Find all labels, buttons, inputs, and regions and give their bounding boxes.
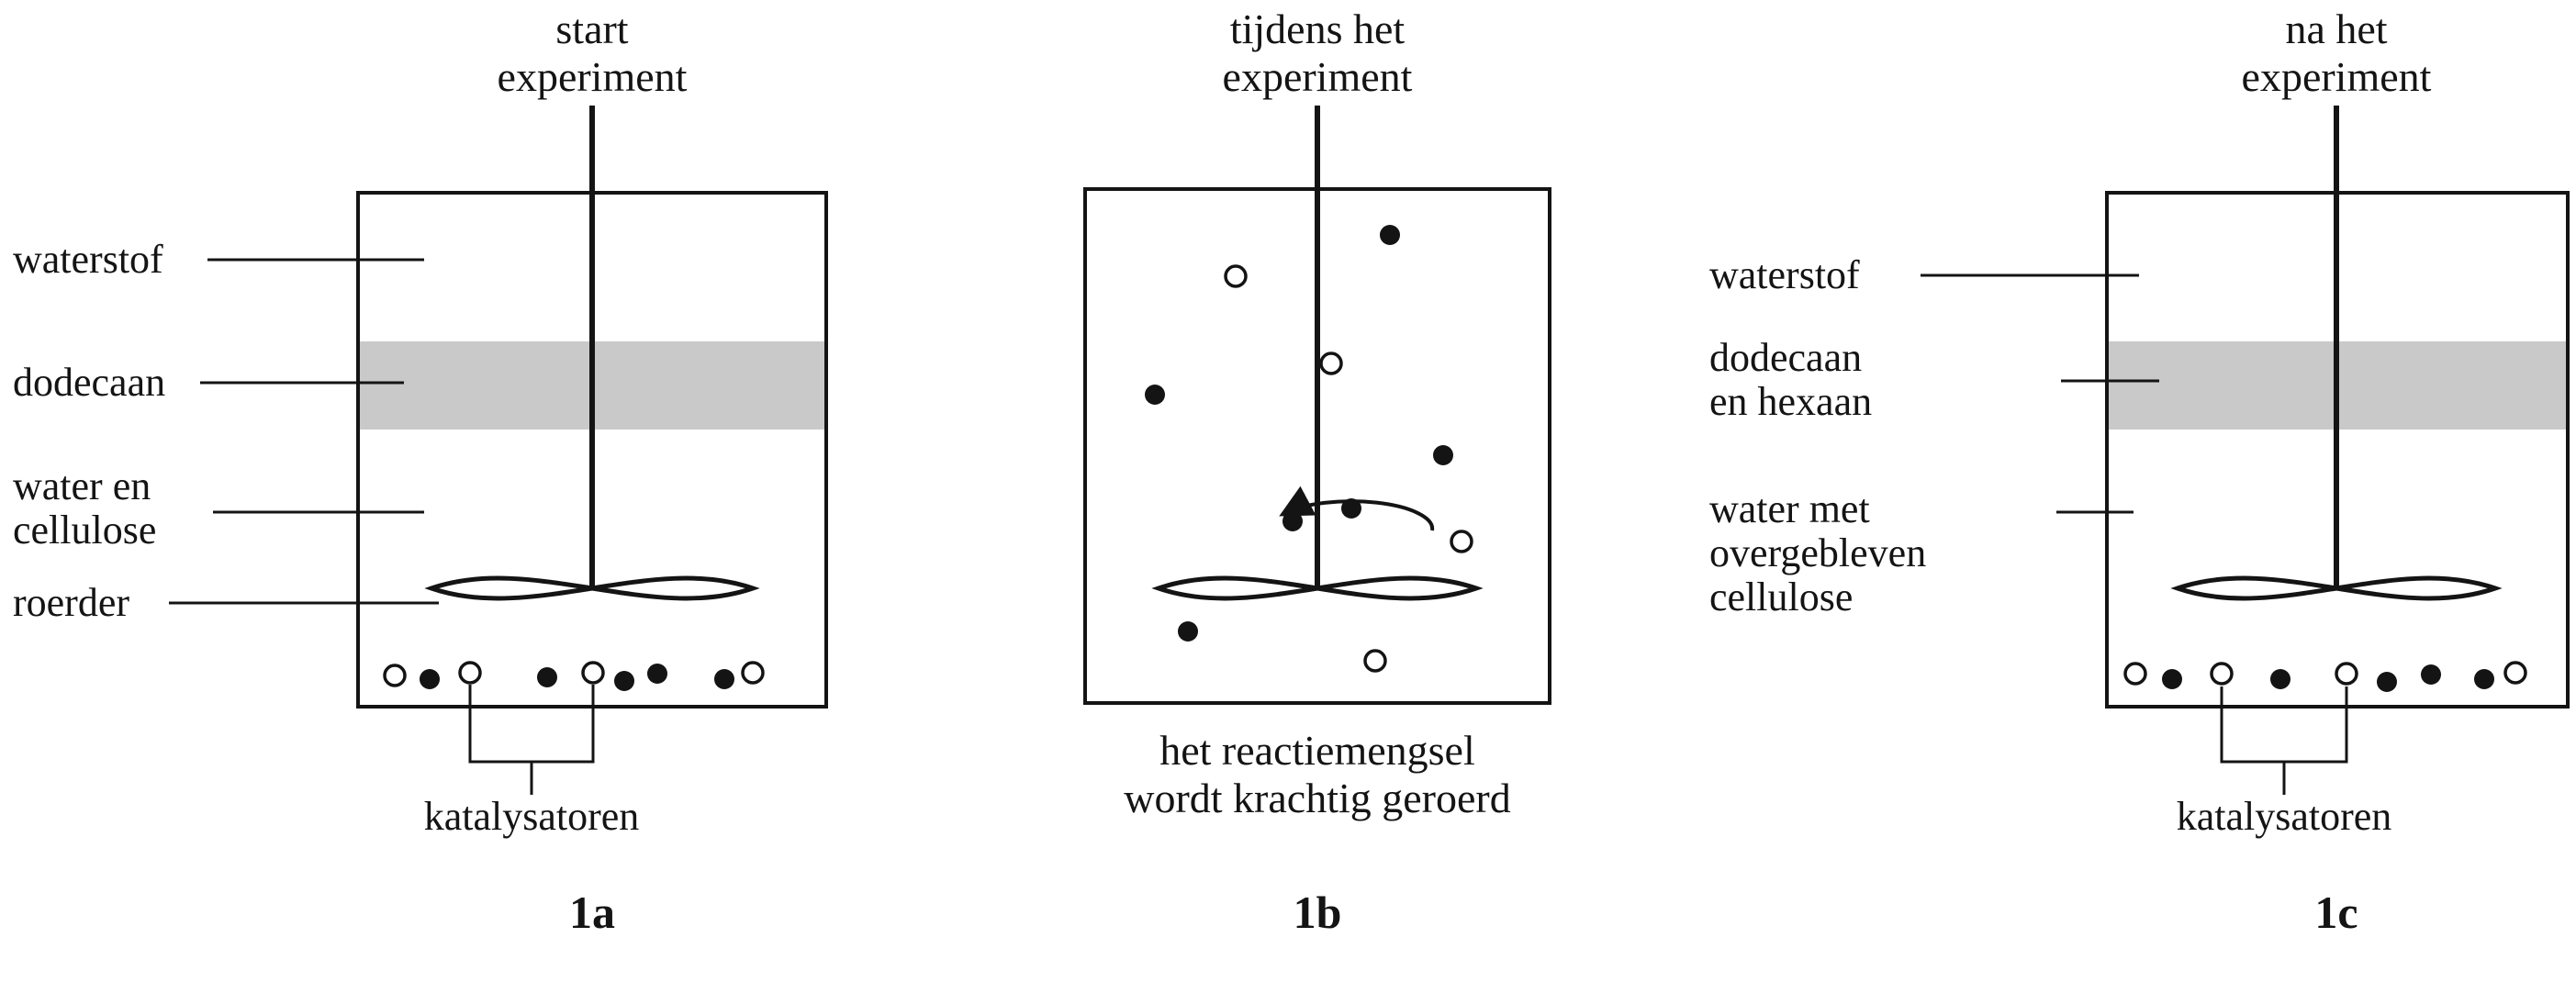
label-water-overgebleven-cellulose-1c-line1: water met [1709,486,1870,531]
catalyst-dot-filled [1433,445,1453,465]
catalyst-dot-filled [1282,511,1303,531]
label-katalysatoren-1a: katalysatoren [423,794,640,839]
title-1c-line2: experiment [2241,53,2432,100]
title-1a-line2: experiment [497,53,688,100]
panel-id-1c: 1c [2314,887,2358,938]
catalyst-dot-filled [647,664,667,684]
catalyst-dot-open [458,661,482,685]
caption-1b-line2: wordt krachtig geroerd [1124,775,1511,821]
catalyst-dot-filled [1380,225,1400,245]
vessel-1a [169,106,828,795]
title-1b-line1: tijdens het [1229,6,1406,52]
label-dodecaan-hexaan-1c: dodecaan en hexaan [1709,336,1872,424]
catalyst-dot-open [1224,264,1248,288]
stirrer-blade-1c [2170,575,2503,601]
catalyst-dot-open [1319,352,1343,375]
title-1c: na het experiment [2107,6,2566,101]
catalyst-dot-filled [2270,669,2290,689]
stirrer-blade-1a [424,575,760,601]
catalyst-dot-filled [2377,672,2397,692]
catalyst-bracket-1c [2220,686,2348,795]
catalyst-dot-open [2210,662,2234,686]
label-dodecaan-1a: dodecaan [13,360,166,405]
label-roerder-1a: roerder [13,580,130,625]
vessel-1b [1083,106,1551,705]
catalyst-dot-filled [614,671,634,691]
label-water-overgebleven-cellulose-1c-line2: overgebleven [1709,530,1927,575]
label-water-overgebleven-cellulose-1c-line3: cellulose [1709,575,1854,619]
stirrer-blade-1b [1151,575,1484,601]
catalyst-dot-filled [2474,669,2494,689]
catalyst-dots-1c [2123,661,2527,692]
catalyst-dot-open [383,664,407,687]
label-waterstof-1c: waterstof [1709,252,1860,297]
catalyst-dot-filled [420,669,440,689]
label-katalysatoren-1c: katalysatoren [2176,794,2392,839]
label-dodecaan-hexaan-1c-line2: en hexaan [1709,379,1873,424]
catalyst-dot-filled [1178,621,1198,642]
vessel-1c [1921,106,2570,795]
caption-1b: het reactiemengsel wordt krachtig geroer… [1019,727,1616,822]
catalyst-dot-open [2335,662,2358,686]
catalyst-dot-filled [537,667,557,687]
catalyst-dot-filled [1145,385,1165,405]
label-water-overgebleven-cellulose-1c: water met overgebleven cellulose [1709,487,1926,619]
catalyst-dot-open [1363,649,1387,673]
label-waterstof-1a: waterstof [13,237,163,282]
label-water-cellulose-1a: water en cellulose [13,464,156,552]
label-water-cellulose-1a-line1: water en [13,463,151,508]
rotation-arrow [1279,485,1435,531]
caption-1b-line1: het reactiemengsel [1159,727,1475,774]
catalyst-dot-open [581,661,605,685]
title-1b-line2: experiment [1222,53,1413,100]
title-1b: tijdens het experiment [1088,6,1547,101]
label-dodecaan-hexaan-1c-line1: dodecaan [1709,335,1863,380]
catalyst-dot-filled [2162,669,2182,689]
catalyst-dot-filled [714,669,734,689]
catalyst-dot-open [741,661,765,685]
catalyst-dot-open [2503,661,2527,685]
catalyst-dot-open [2123,662,2147,686]
catalyst-dot-filled [2421,664,2441,685]
title-1a-line1: start [555,6,629,52]
panel-id-1a: 1a [569,887,615,938]
catalyst-dots-1b [1145,225,1473,673]
panel-id-1b: 1b [1293,887,1342,938]
catalyst-dot-open [1450,530,1473,553]
label-water-cellulose-1a-line2: cellulose [13,508,157,552]
title-1c-line1: na het [2285,6,2388,52]
catalyst-dot-filled [1341,498,1361,519]
catalyst-bracket-1a [468,685,595,795]
title-1a: start experiment [363,6,822,101]
catalyst-dots-1a [383,661,765,691]
